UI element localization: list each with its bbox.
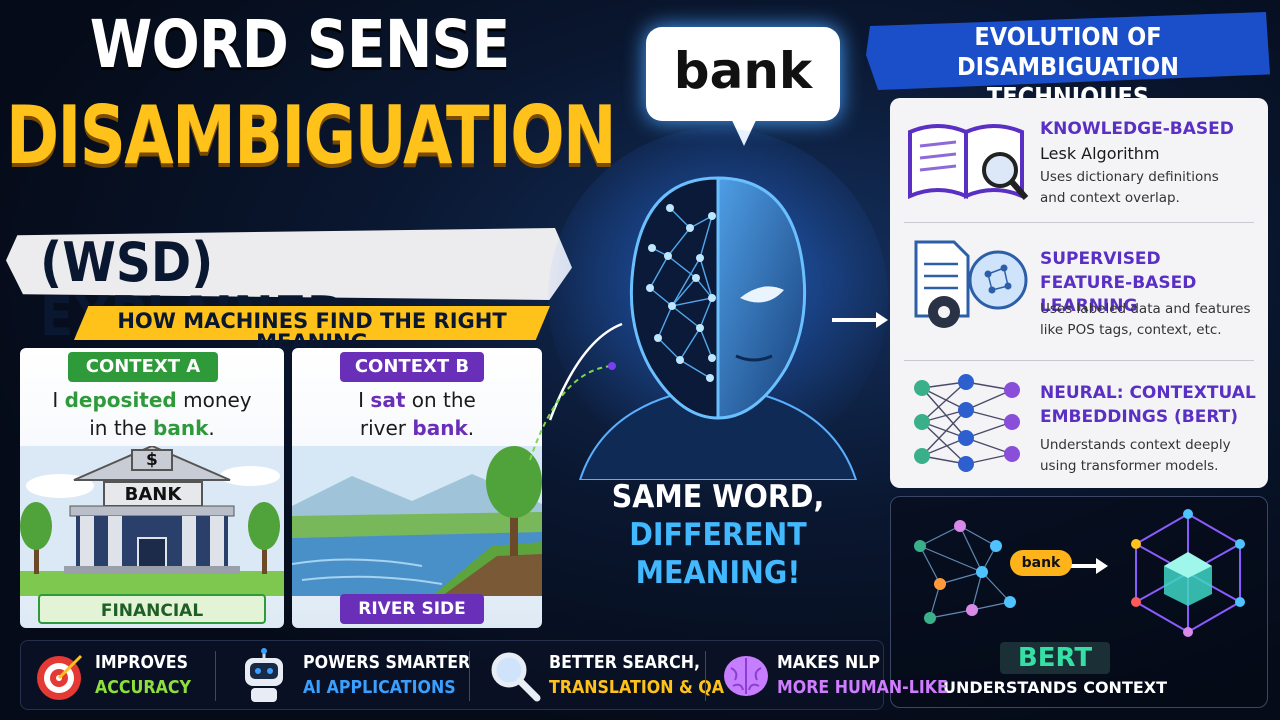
benefit-3-line-1: BETTER SEARCH, xyxy=(549,652,700,673)
title-brush-stroke xyxy=(6,228,572,300)
brain-icon xyxy=(724,656,768,696)
neural-network-icon xyxy=(914,374,1020,472)
ai-head-illustration xyxy=(548,128,888,480)
divider xyxy=(904,360,1254,361)
context-b-card: CONTEXT B I sat on the river bank. RIVER… xyxy=(292,348,542,628)
evolution-item-3-heading: NEURAL: CONTEXTUAL xyxy=(1040,383,1256,403)
context-a-label: FINANCIAL INSTITUTION xyxy=(38,594,266,624)
context-a-sentence: I deposited money in the bank. xyxy=(52,388,252,440)
speech-bubble xyxy=(646,27,840,121)
evolution-item-1-subheading: Lesk Algorithm xyxy=(1040,144,1160,163)
separator xyxy=(469,651,470,701)
dollar-sign: $ xyxy=(146,450,158,470)
context-b-sentence: I sat on the river bank. xyxy=(358,388,476,440)
highlight-sat: sat xyxy=(370,388,406,412)
benefit-4-line-1: MAKES NLP xyxy=(777,652,881,673)
evolution-item-1-desc-2: and context overlap. xyxy=(1040,190,1180,206)
context-a-card: CONTEXT A I deposited money in the bank.… xyxy=(20,348,284,628)
evolution-item-1-desc-1: Uses dictionary definitions xyxy=(1040,169,1219,185)
title-line-1: WORD SENSE xyxy=(89,6,511,83)
highlight-river-bank: bank xyxy=(412,416,468,440)
bert-bank-pill: bank xyxy=(1010,550,1072,576)
evolution-item-3-desc-1: Understands context deeply xyxy=(1040,437,1231,453)
subtitle: HOW MACHINES FIND THE RIGHT MEANING xyxy=(117,309,507,354)
highlight-deposited: deposited xyxy=(64,388,177,412)
context-a-tag: CONTEXT A xyxy=(68,352,218,382)
benefit-3-line-2: TRANSLATION & QA xyxy=(549,677,725,698)
context-b-tag: CONTEXT B xyxy=(340,352,484,382)
target-icon xyxy=(37,654,83,700)
bank-sign: BANK xyxy=(125,484,183,505)
benefit-1-line-2: ACCURACY xyxy=(95,677,191,698)
magnifier-icon xyxy=(491,652,541,702)
benefit-1-line-1: IMPROVES xyxy=(95,652,188,673)
evolution-panel: KNOWLEDGE-BASED Lesk Algorithm Uses dict… xyxy=(890,98,1268,488)
benefit-2-line-2: AI APPLICATIONS xyxy=(303,677,456,698)
highlight-bank: bank xyxy=(153,416,209,440)
bert-network-illustration xyxy=(914,509,1245,637)
evolution-item-1-heading: KNOWLEDGE-BASED xyxy=(1040,119,1234,139)
evolution-item-2-heading-2: FEATURE-BASED LEARNING xyxy=(1040,273,1197,316)
robot-icon xyxy=(245,648,283,702)
context-b-label: RIVER SIDE xyxy=(340,594,484,624)
benefit-4-line-2: MORE HUMAN-LIKE xyxy=(777,677,948,698)
speech-bubble-word: bank xyxy=(673,42,813,100)
bank-building-illustration: $ BANK xyxy=(20,446,284,596)
evolution-item-2-desc-1: Uses labeled data and features xyxy=(1040,301,1251,317)
same-word-caption: SAME WORD, DIFFERENT MEANING! xyxy=(611,479,825,591)
bert-subtitle: UNDERSTANDS CONTEXT xyxy=(942,678,1168,697)
benefit-2-line-1: POWERS SMARTER xyxy=(303,652,471,673)
document-gear-brain-icon xyxy=(914,240,1028,328)
book-magnifier-icon xyxy=(908,124,1029,200)
river-bank-illustration xyxy=(292,446,542,596)
subtitle-ribbon xyxy=(74,306,550,340)
evolution-item-2-heading: SUPERVISED xyxy=(1040,249,1161,269)
evolution-item-2-desc-2: like POS tags, context, etc. xyxy=(1040,322,1222,338)
separator xyxy=(215,651,216,701)
divider xyxy=(904,222,1254,223)
separator xyxy=(705,651,706,701)
evolution-item-3-heading-2: EMBEDDINGS (BERT) xyxy=(1040,407,1239,427)
benefits-bar: IMPROVES ACCURACY POWERS SMARTER AI APPL… xyxy=(20,640,948,710)
title-line-2: DISAMBIGUATION xyxy=(6,89,617,182)
evolution-header-banner xyxy=(866,12,1270,90)
evolution-item-3-desc-2: using transformer models. xyxy=(1040,458,1219,474)
bert-label: BERT xyxy=(1000,642,1110,674)
context-connector-lines xyxy=(529,322,623,461)
